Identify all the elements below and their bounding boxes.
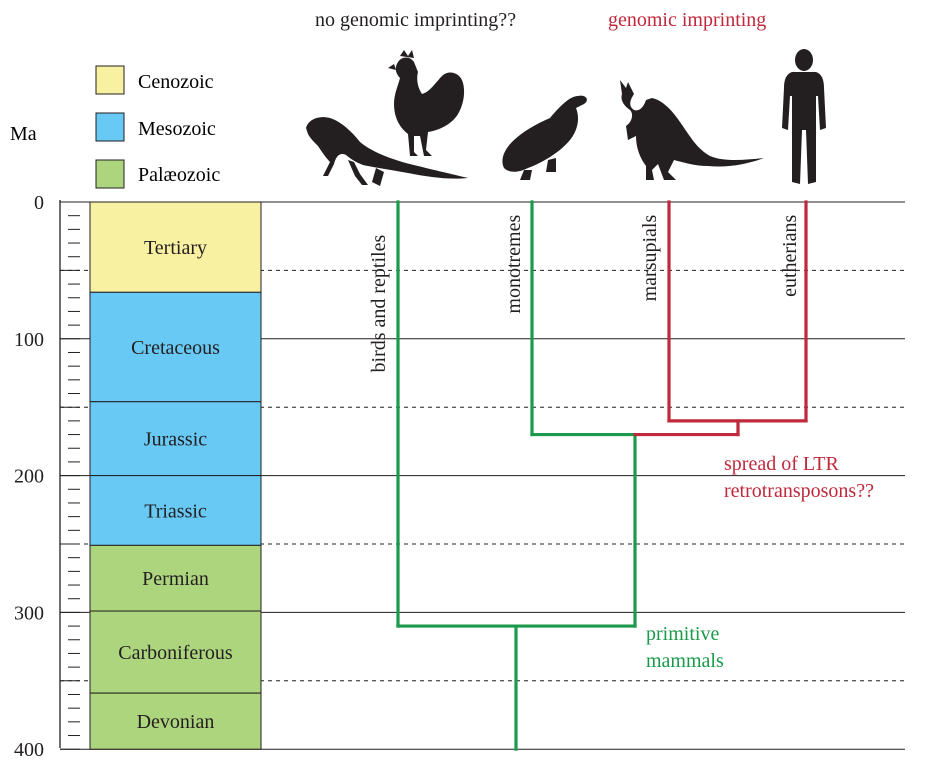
lineage-label: eutherians	[779, 215, 801, 297]
primitive-annotation-line2: mammals	[646, 650, 724, 672]
period-label: Jurassic	[144, 429, 207, 451]
period-block	[89, 201, 262, 293]
header-imprinting: genomic imprinting	[608, 9, 766, 31]
era-legend: Cenozoic Mesozoic Palæozoic	[95, 65, 220, 189]
ltr-annotation-line1: spread of LTR	[724, 453, 839, 475]
period-label: Permian	[142, 568, 209, 590]
period-label: Cretaceous	[131, 337, 220, 359]
period-block	[89, 401, 262, 477]
rooster-silhouette	[388, 50, 465, 156]
kangaroo-silhouette	[620, 80, 764, 180]
silhouettes	[306, 49, 826, 186]
axis-tick-label: 0	[34, 192, 44, 214]
platypus-silhouette	[502, 95, 587, 180]
lineage-label: monotremes	[503, 215, 525, 314]
period-label: Devonian	[137, 711, 215, 733]
lineage-label: marsupials	[639, 215, 661, 302]
phylogenetic-tree: birds and reptiles monotremes marsupials eu…	[368, 200, 874, 751]
legend-label-palaeozoic: Palæozoic	[138, 164, 220, 186]
lineage-label: birds and reptiles	[368, 235, 390, 373]
ma-axis: Ma 0 100 200 300 400	[10, 123, 80, 760]
iguana-silhouette	[306, 117, 468, 186]
axis-unit-label: Ma	[10, 123, 37, 145]
period-label: Tertiary	[144, 237, 207, 259]
legend-swatch-palaeozoic	[95, 159, 125, 189]
legend-swatch-mesozoic	[95, 112, 125, 142]
ltr-annotation-line2: retrotransposons??	[724, 480, 874, 502]
axis-tick-label: 300	[14, 602, 44, 624]
legend-label-mesozoic: Mesozoic	[138, 118, 216, 140]
period-label: Carboniferous	[118, 642, 233, 664]
axis-tick-label: 400	[14, 739, 44, 760]
period-block	[89, 610, 262, 694]
axis-tick-label: 200	[14, 466, 44, 488]
period-block	[89, 544, 262, 612]
header-no-imprinting: no genomic imprinting??	[315, 9, 516, 31]
legend-label-cenozoic: Cenozoic	[138, 71, 214, 93]
period-block	[89, 291, 262, 403]
period-label: Triassic	[144, 500, 207, 522]
geologic-timescale: TertiaryCretaceousJurassicTriassicPermia…	[89, 201, 262, 750]
primitive-annotation-line1: primitive	[646, 623, 719, 645]
axis-tick-label: 100	[14, 329, 44, 351]
period-block	[89, 692, 262, 750]
legend-swatch-cenozoic	[95, 65, 125, 95]
period-block	[89, 475, 262, 546]
human-silhouette	[782, 49, 826, 184]
